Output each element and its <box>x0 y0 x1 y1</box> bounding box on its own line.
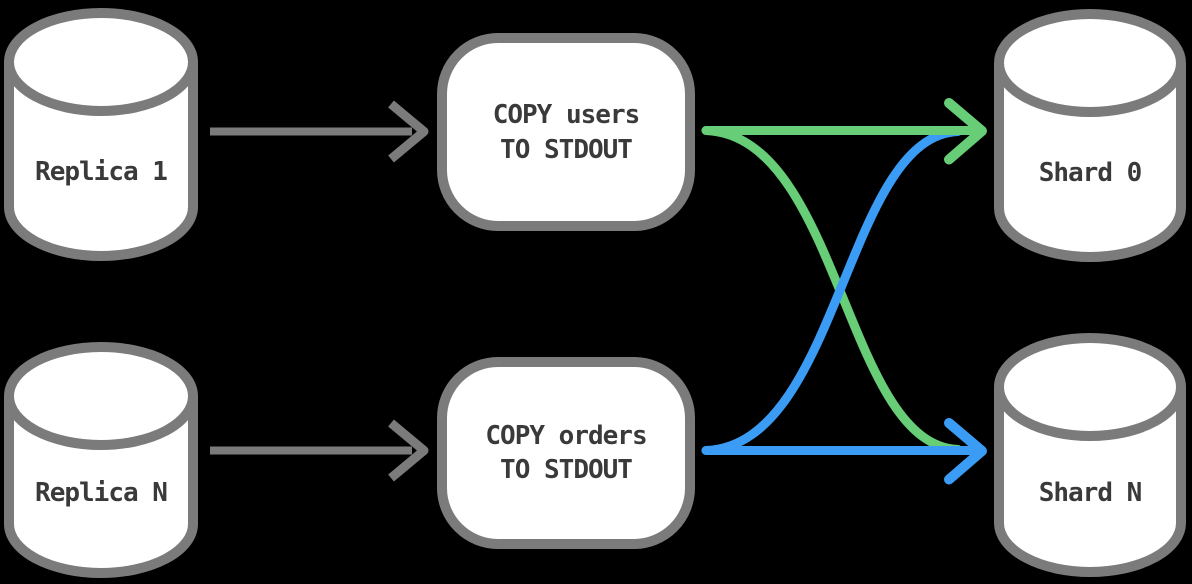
process-box <box>437 357 695 549</box>
db-node-replica-n: Replica N <box>4 342 198 578</box>
edge-replica1-to-copy-users <box>210 100 429 163</box>
node-label-shard-0: Shard 0 <box>1039 158 1142 188</box>
node-label-copy-orders-line1: COPY orders <box>485 421 646 451</box>
database-cylinder-top <box>994 333 1186 441</box>
node-label-copy-users-line2: TO STDOUT <box>500 135 632 165</box>
node-label-replica-n: Replica N <box>35 478 167 508</box>
arrowhead-icon <box>388 419 429 482</box>
edge-copy-orders-to-shard0 <box>701 127 963 455</box>
database-cylinder-top <box>4 342 198 450</box>
node-label-replica-1: Replica 1 <box>35 157 167 187</box>
db-node-replica-1: Replica 1 <box>4 8 198 261</box>
database-cylinder-top <box>994 9 1186 117</box>
arrowhead-icon <box>944 418 987 485</box>
database-cylinder-top <box>4 8 198 116</box>
process-node-copy-orders: COPY orders TO STDOUT <box>437 357 695 549</box>
node-label-copy-orders-line2: TO STDOUT <box>500 455 632 485</box>
database-cylinder-body <box>4 62 198 261</box>
db-node-shard-n: Shard N <box>994 333 1186 577</box>
node-label-copy-users-line1: COPY users <box>493 100 640 130</box>
edge-copy-orders-to-shardN <box>701 418 987 485</box>
node-label-shard-n: Shard N <box>1039 478 1142 508</box>
edge-curve <box>701 127 963 455</box>
process-node-copy-users: COPY users TO STDOUT <box>437 33 695 231</box>
database-cylinder-body <box>994 63 1186 262</box>
db-node-shard-0: Shard 0 <box>994 9 1186 262</box>
edge-copy-users-to-shard0 <box>701 98 987 165</box>
arrowhead-icon <box>944 98 987 165</box>
arrowhead-icon <box>388 100 429 163</box>
process-box <box>437 33 695 231</box>
edge-replicaN-to-copy-orders <box>210 419 429 482</box>
